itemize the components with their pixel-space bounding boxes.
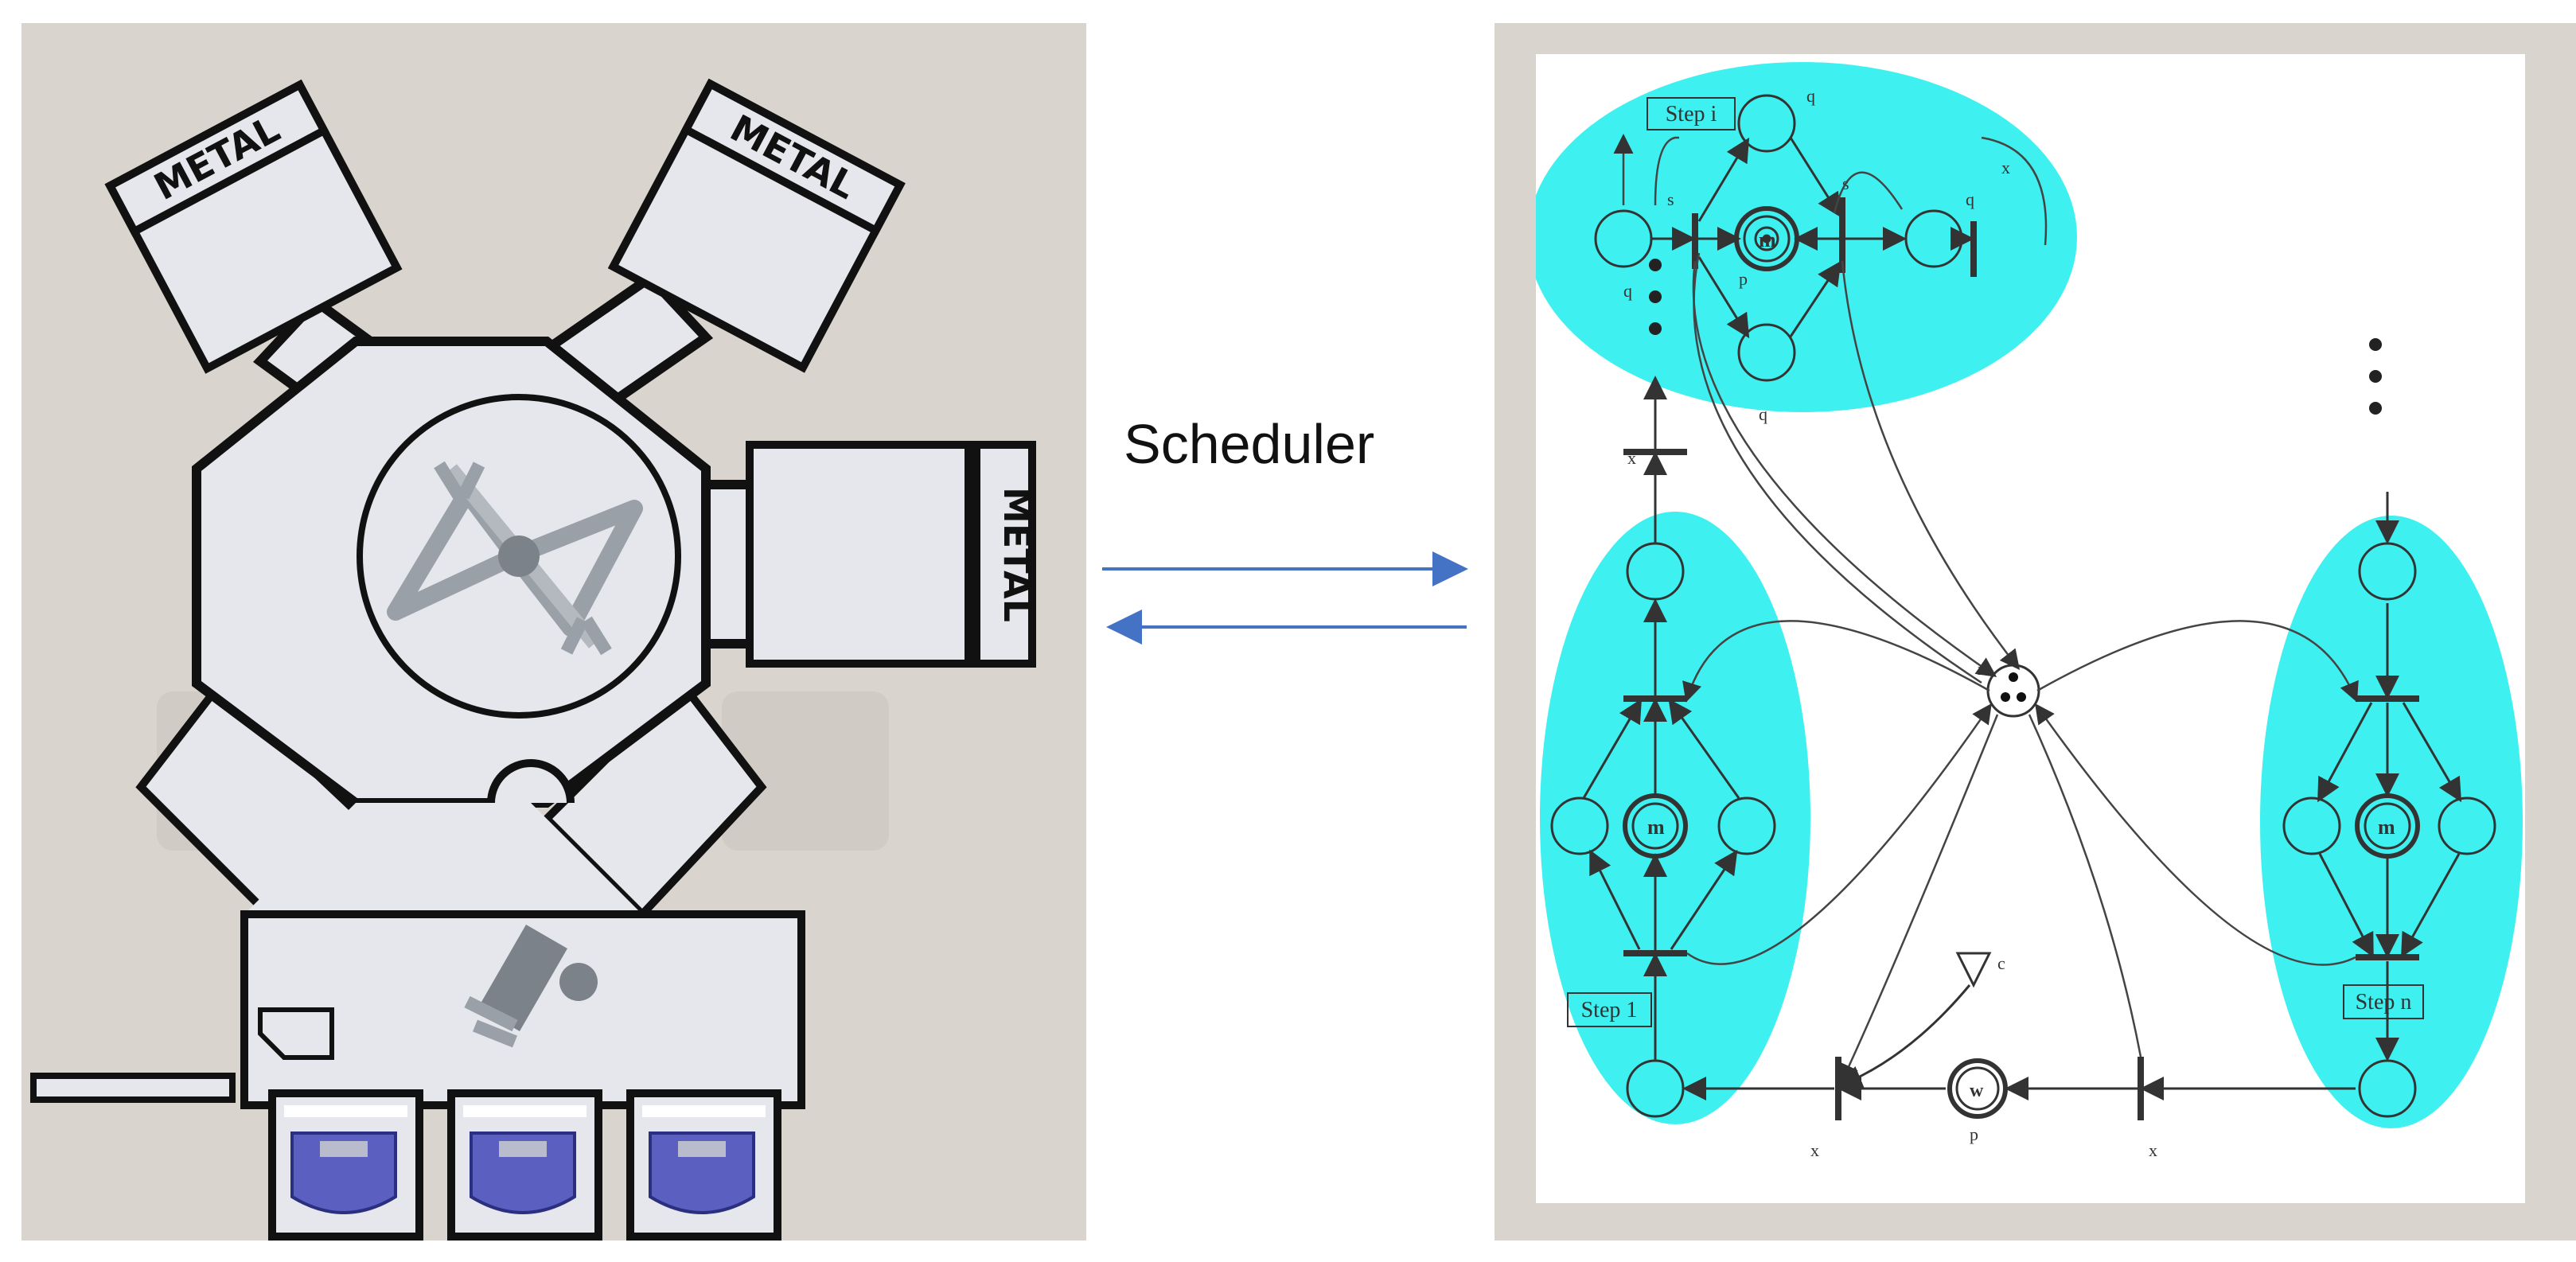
petri-net-canvas: Step i q q q q m p s s x — [1536, 54, 2525, 1203]
label-si1: s — [1667, 189, 1674, 209]
label-qi4: q — [1966, 189, 1974, 209]
step-i-region — [1536, 62, 2077, 412]
cluster-tool-drawing: METAL METAL METAL — [30, 78, 1039, 1241]
label-p0: p — [1970, 1124, 1978, 1144]
place-qi2 — [1737, 323, 1796, 382]
scheduler-label: Scheduler — [1124, 413, 1375, 475]
cassette-3 — [626, 1089, 781, 1241]
label-x1: x — [1627, 448, 1636, 468]
label-c: c — [1997, 953, 2005, 973]
label-mn: m — [2378, 816, 2395, 839]
transfer-robot — [387, 461, 643, 656]
label-x0: x — [1810, 1140, 1819, 1160]
label-qi1: q — [1623, 281, 1632, 301]
place-qi3 — [1737, 94, 1796, 153]
transfer-chamber — [192, 337, 711, 808]
arrow-right-head — [1432, 551, 1468, 586]
petri-net-diagram: Step i q q q q m p s s x — [1536, 62, 2523, 1160]
metal-chamber-right: METAL — [701, 441, 1039, 668]
place-r — [1986, 664, 2040, 718]
label-xn: x — [2149, 1140, 2157, 1160]
cassette-2 — [447, 1089, 602, 1241]
ellipsis-dots — [1649, 259, 2382, 415]
step-1-label: Step 1 — [1581, 998, 1638, 1022]
metal-chamber-upper-right: METAL — [539, 78, 906, 415]
petri-net-panel: Step i q q q q m p s s x — [1495, 23, 2576, 1241]
label-m1: m — [1647, 816, 1665, 839]
step-n-label: Step n — [2356, 990, 2412, 1015]
cluster-tool-panel: METAL METAL METAL — [21, 23, 1086, 1241]
atmospheric-robot — [464, 925, 598, 1048]
load-lock-body — [30, 803, 805, 1109]
cassette-1 — [268, 1089, 423, 1241]
place-c — [1955, 952, 1992, 988]
resource-arcs — [1613, 134, 2359, 1085]
label-qi2: q — [1759, 404, 1767, 424]
label-mi: m — [1759, 228, 1776, 251]
metal-label-3: METAL — [996, 487, 1039, 622]
step-i-label: Step i — [1666, 102, 1717, 127]
label-pi: p — [1739, 269, 1748, 289]
step-n-region — [2260, 516, 2523, 1128]
arrow-left-head — [1106, 610, 1142, 645]
label-qi3: q — [1806, 86, 1815, 106]
label-r: r — [1978, 659, 1984, 679]
label-w: w — [1970, 1081, 1984, 1101]
wafer-cassettes — [268, 1089, 781, 1241]
label-xi: x — [2001, 158, 2010, 177]
metal-chamber-upper-left: METAL — [104, 79, 427, 443]
